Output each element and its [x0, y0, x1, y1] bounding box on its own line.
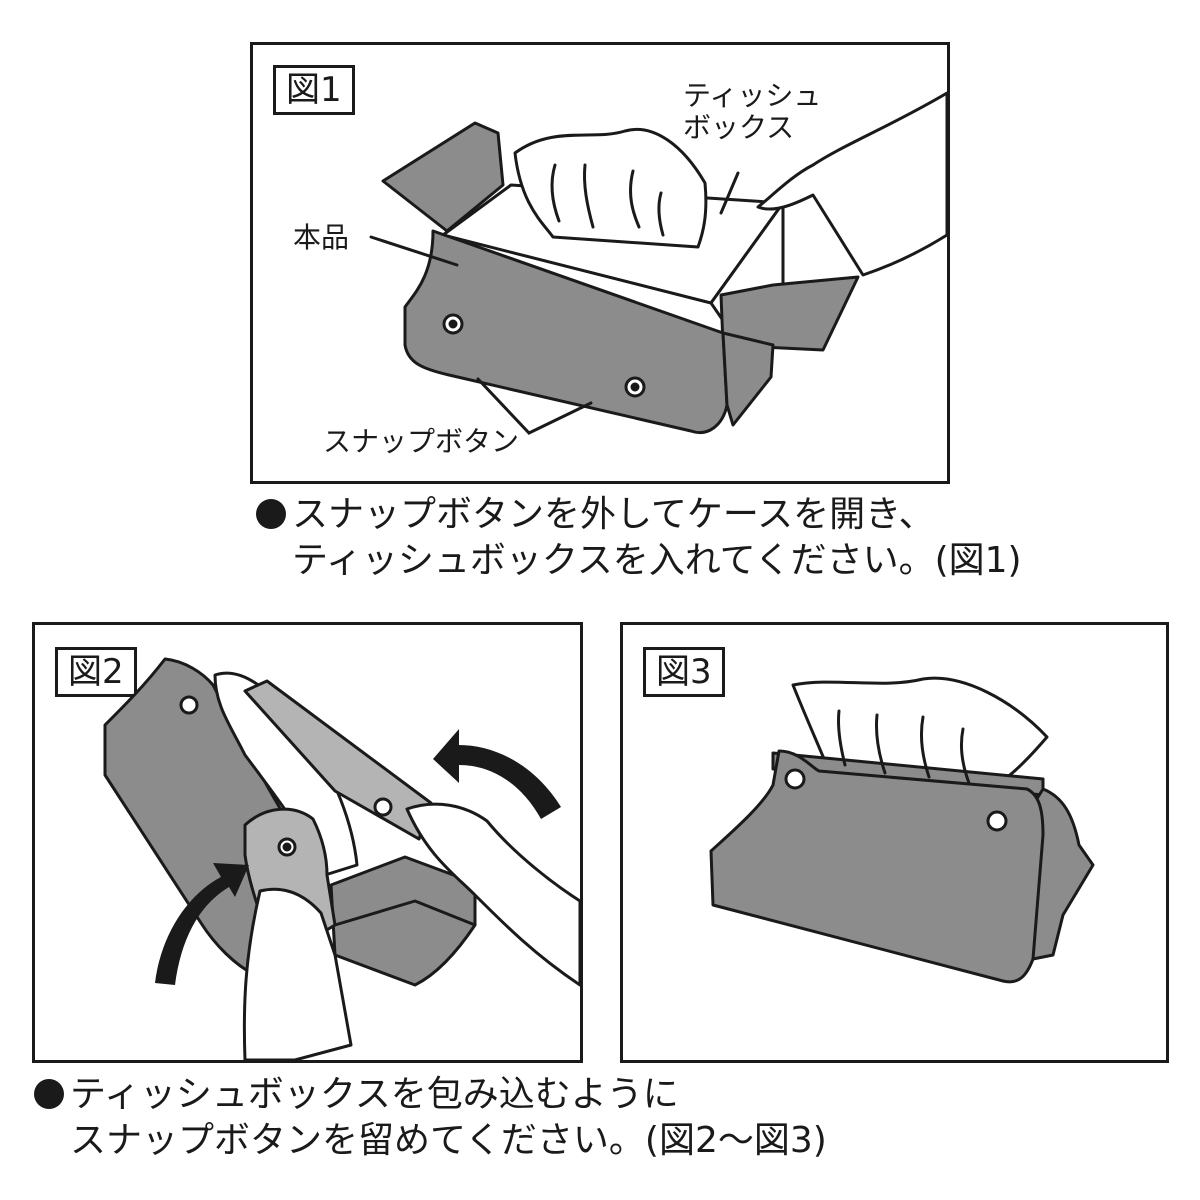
callout-tissue-box-line2: ボックス: [683, 111, 795, 144]
snap-button-icon: [442, 313, 646, 398]
caption-step-2-line1: ティッシュボックスを包み込むように: [70, 1074, 679, 1115]
curved-arrow-icon: [155, 729, 561, 985]
callout-product: 本品: [293, 221, 350, 254]
callout-snap-button: スナップボタン: [323, 425, 520, 458]
caption-step-1-line2: ティッシュボックスを入れてください。(図1): [292, 540, 1022, 581]
caption-step-1: スナップボタンを外してケースを開き、 ティッシュボックスを入れてください。(図1…: [256, 492, 1022, 584]
tissue-box: [329, 855, 477, 987]
figure-2-label: 図2: [55, 647, 137, 697]
bullet-icon: [256, 499, 286, 529]
case-front-body: [403, 229, 729, 434]
snap-button-icon: [179, 695, 393, 857]
figure-3-panel: 図3: [620, 622, 1169, 1063]
caption-step-2-line2: スナップボタンを留めてください。(図2〜図3): [70, 1120, 827, 1161]
case-end-face: [1031, 787, 1095, 961]
hand-icon: [756, 91, 947, 277]
figure-3-illustration: [709, 676, 1095, 984]
case-back-flap: [381, 121, 505, 233]
case-front-body: [709, 749, 1045, 984]
snap-button-icon: [784, 768, 1008, 832]
figure-1-label: 図1: [273, 65, 355, 115]
caption-step-2: ティッシュボックスを包み込むように スナップボタンを留めてください。(図2〜図3…: [34, 1072, 827, 1164]
figure-2-panel: 図2: [32, 622, 583, 1063]
right-hand-icon: [405, 802, 580, 987]
figure-1-illustration: [369, 91, 947, 435]
bullet-icon: [34, 1079, 64, 1109]
figure-1-panel: 図1: [250, 42, 950, 484]
left-hand-icon: [242, 887, 353, 1060]
caption-step-1-line1: スナップボタンを外してケースを開き、: [292, 494, 935, 535]
case-end-face: [721, 331, 775, 427]
figure-3-label: 図3: [643, 647, 725, 697]
callout-tissue-box-line1: ティッシュ: [683, 79, 822, 112]
figure-2-illustration: [103, 657, 580, 1060]
